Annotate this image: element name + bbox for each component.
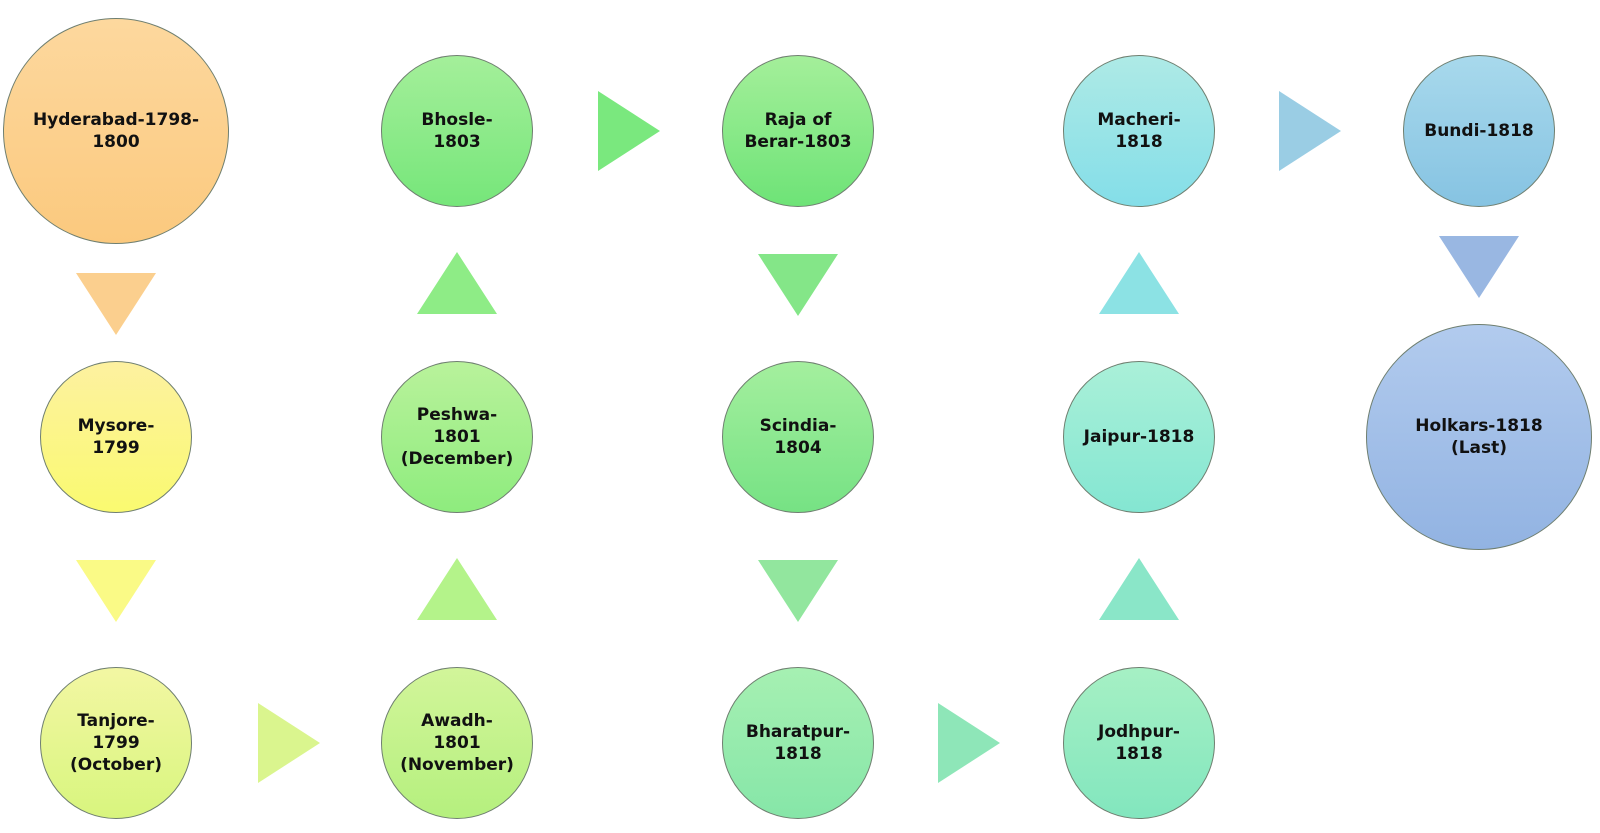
arrow-raja-of-berar-to-scindia-icon <box>758 254 838 316</box>
node-label: Hyderabad-1798- 1800 <box>32 110 200 152</box>
arrow-mysore-to-tanjore-icon <box>76 560 156 622</box>
node-awadh: Awadh- 1801 (November) <box>381 667 533 819</box>
node-label: Peshwa- 1801 (December) <box>400 405 514 469</box>
arrow-bharatpur-to-jodhpur-icon <box>938 703 1000 783</box>
node-label: Bharatpur- 1818 <box>745 722 851 764</box>
arrow-shape <box>1099 252 1179 314</box>
node-scindia: Scindia- 1804 <box>722 361 874 513</box>
arrow-macheri-to-bundi-icon <box>1279 91 1341 171</box>
arrow-shape <box>1439 236 1519 298</box>
node-jodhpur: Jodhpur- 1818 <box>1063 667 1215 819</box>
node-label: Bundi-1818 <box>1424 121 1534 141</box>
arrow-shape <box>938 703 1000 783</box>
node-label: Scindia- 1804 <box>759 416 837 458</box>
arrow-shape <box>417 558 497 620</box>
node-label: Tanjore- 1799 (October) <box>70 711 162 775</box>
node-bharatpur: Bharatpur- 1818 <box>722 667 874 819</box>
node-label: Raja of Berar-1803 <box>744 110 852 152</box>
node-label: Jaipur-1818 <box>1083 427 1195 447</box>
node-label: Macheri- 1818 <box>1097 110 1181 152</box>
arrow-hyderabad-to-mysore-icon <box>76 273 156 335</box>
node-bhosle: Bhosle- 1803 <box>381 55 533 207</box>
node-label: Bhosle- 1803 <box>421 110 493 152</box>
node-bundi: Bundi-1818 <box>1403 55 1555 207</box>
node-macheri: Macheri- 1818 <box>1063 55 1215 207</box>
arrow-jodhpur-to-jaipur-icon <box>1099 558 1179 620</box>
arrow-shape <box>598 91 660 171</box>
arrow-shape <box>258 703 320 783</box>
node-label: Holkars-1818 (Last) <box>1415 416 1543 458</box>
node-jaipur: Jaipur-1818 <box>1063 361 1215 513</box>
arrow-shape <box>1279 91 1341 171</box>
arrow-tanjore-to-awadh-icon <box>258 703 320 783</box>
node-tanjore: Tanjore- 1799 (October) <box>40 667 192 819</box>
arrow-shape <box>758 254 838 316</box>
node-holkars: Holkars-1818 (Last) <box>1366 324 1592 550</box>
node-mysore: Mysore- 1799 <box>40 361 192 513</box>
arrow-shape <box>1099 558 1179 620</box>
node-raja-of-berar: Raja of Berar-1803 <box>722 55 874 207</box>
arrow-shape <box>758 560 838 622</box>
arrow-scindia-to-bharatpur-icon <box>758 560 838 622</box>
node-label: Jodhpur- 1818 <box>1098 722 1180 764</box>
arrow-shape <box>417 252 497 314</box>
node-hyderabad: Hyderabad-1798- 1800 <box>3 18 229 244</box>
arrow-shape <box>76 273 156 335</box>
arrow-awadh-to-peshwa-icon <box>417 558 497 620</box>
node-peshwa: Peshwa- 1801 (December) <box>381 361 533 513</box>
arrow-peshwa-to-bhosle-icon <box>417 252 497 314</box>
arrow-bhosle-to-raja-of-berar-icon <box>598 91 660 171</box>
node-label: Awadh- 1801 (November) <box>400 711 514 775</box>
arrow-jaipur-to-macheri-icon <box>1099 252 1179 314</box>
arrow-bundi-to-holkars-icon <box>1439 236 1519 298</box>
arrow-shape <box>76 560 156 622</box>
node-label: Mysore- 1799 <box>77 416 155 458</box>
